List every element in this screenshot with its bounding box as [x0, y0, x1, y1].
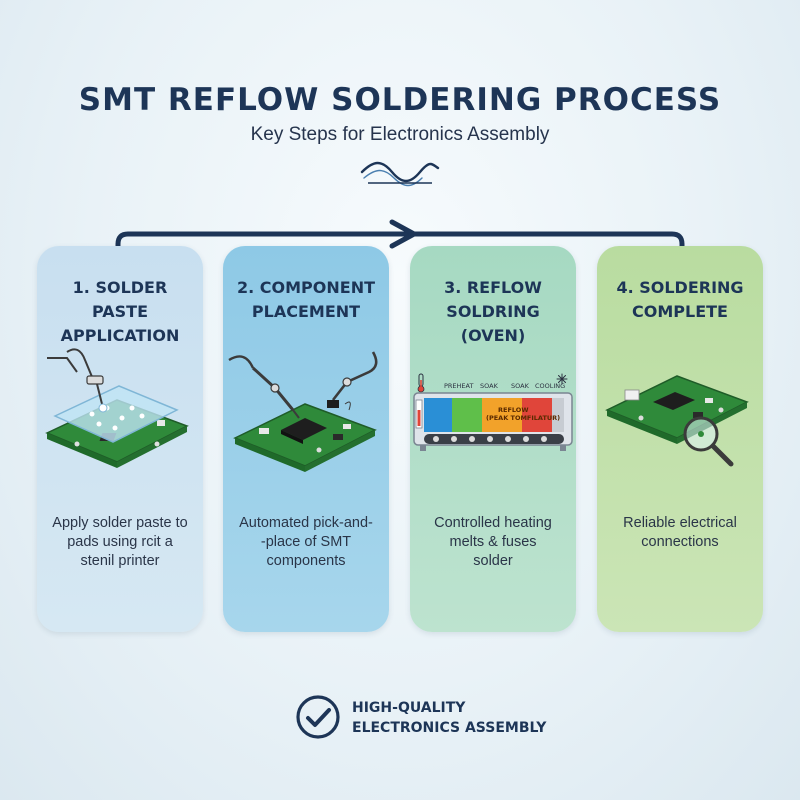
- check-circle-icon: [296, 695, 340, 739]
- finished-pcb-illustration: [605, 375, 749, 467]
- reflow-oven-illustration: PREHEAT SOAK SOAK COOLING REFLOW (PEAK T…: [413, 373, 573, 451]
- peak-label: (PEAK TOMFILATUR): [486, 414, 560, 422]
- step-title: 1. SOLDER PASTE APPLICATION: [60, 278, 180, 345]
- page-subtitle: Key Steps for Electronics Assembly: [250, 124, 550, 145]
- process-flow-arrow: [115, 219, 685, 263]
- step-card-soldering-complete: 4. SOLDERING COMPLETE Reliable electrica…: [597, 246, 763, 632]
- snowflake-icon: [556, 373, 568, 385]
- wave-icon: [360, 161, 440, 187]
- magnifier-icon: [683, 416, 734, 467]
- step-title: 4. SOLDERING COMPLETE: [616, 278, 744, 321]
- zone-label-soak-1: SOAK: [480, 382, 499, 390]
- step-description: Apply solder paste to pads using rcit a …: [52, 515, 188, 569]
- page-title: SMT REFLOW SOLDERING PROCESS: [78, 82, 722, 118]
- zone-label-soak-2: SOAK: [511, 382, 530, 390]
- stencil-printer-illustration: [45, 348, 189, 468]
- pick-and-place-illustration: [228, 351, 378, 472]
- quality-badge-text: HIGH-QUALITY ELECTRONICS ASSEMBLY: [352, 700, 547, 736]
- step-title: 2. COMPONENT PLACEMENT: [237, 278, 375, 321]
- reflow-label: REFLOW: [498, 406, 529, 414]
- zone-label-cooling: COOLING: [535, 382, 565, 390]
- step-description: Controlled heating melts & fuses solder: [434, 515, 552, 569]
- step-card-component-placement: 2. COMPONENT PLACEMENT Automated pick-an…: [223, 246, 389, 632]
- step-card-solder-paste: 1. SOLDER PASTE APPLICATION Apply solder…: [37, 246, 203, 632]
- step-description: Reliable electrical connections: [623, 515, 737, 550]
- step-title: 3. REFLOW SOLDRING (OVEN): [444, 278, 542, 345]
- step-card-reflow-oven: 3. REFLOW SOLDRING (OVEN) PREHEAT SOAK S…: [410, 246, 576, 632]
- step-description: Automated pick-and- -place of SMT compon…: [239, 515, 373, 569]
- zone-label-preheat: PREHEAT: [444, 382, 473, 390]
- thermometer-icon: [417, 373, 425, 393]
